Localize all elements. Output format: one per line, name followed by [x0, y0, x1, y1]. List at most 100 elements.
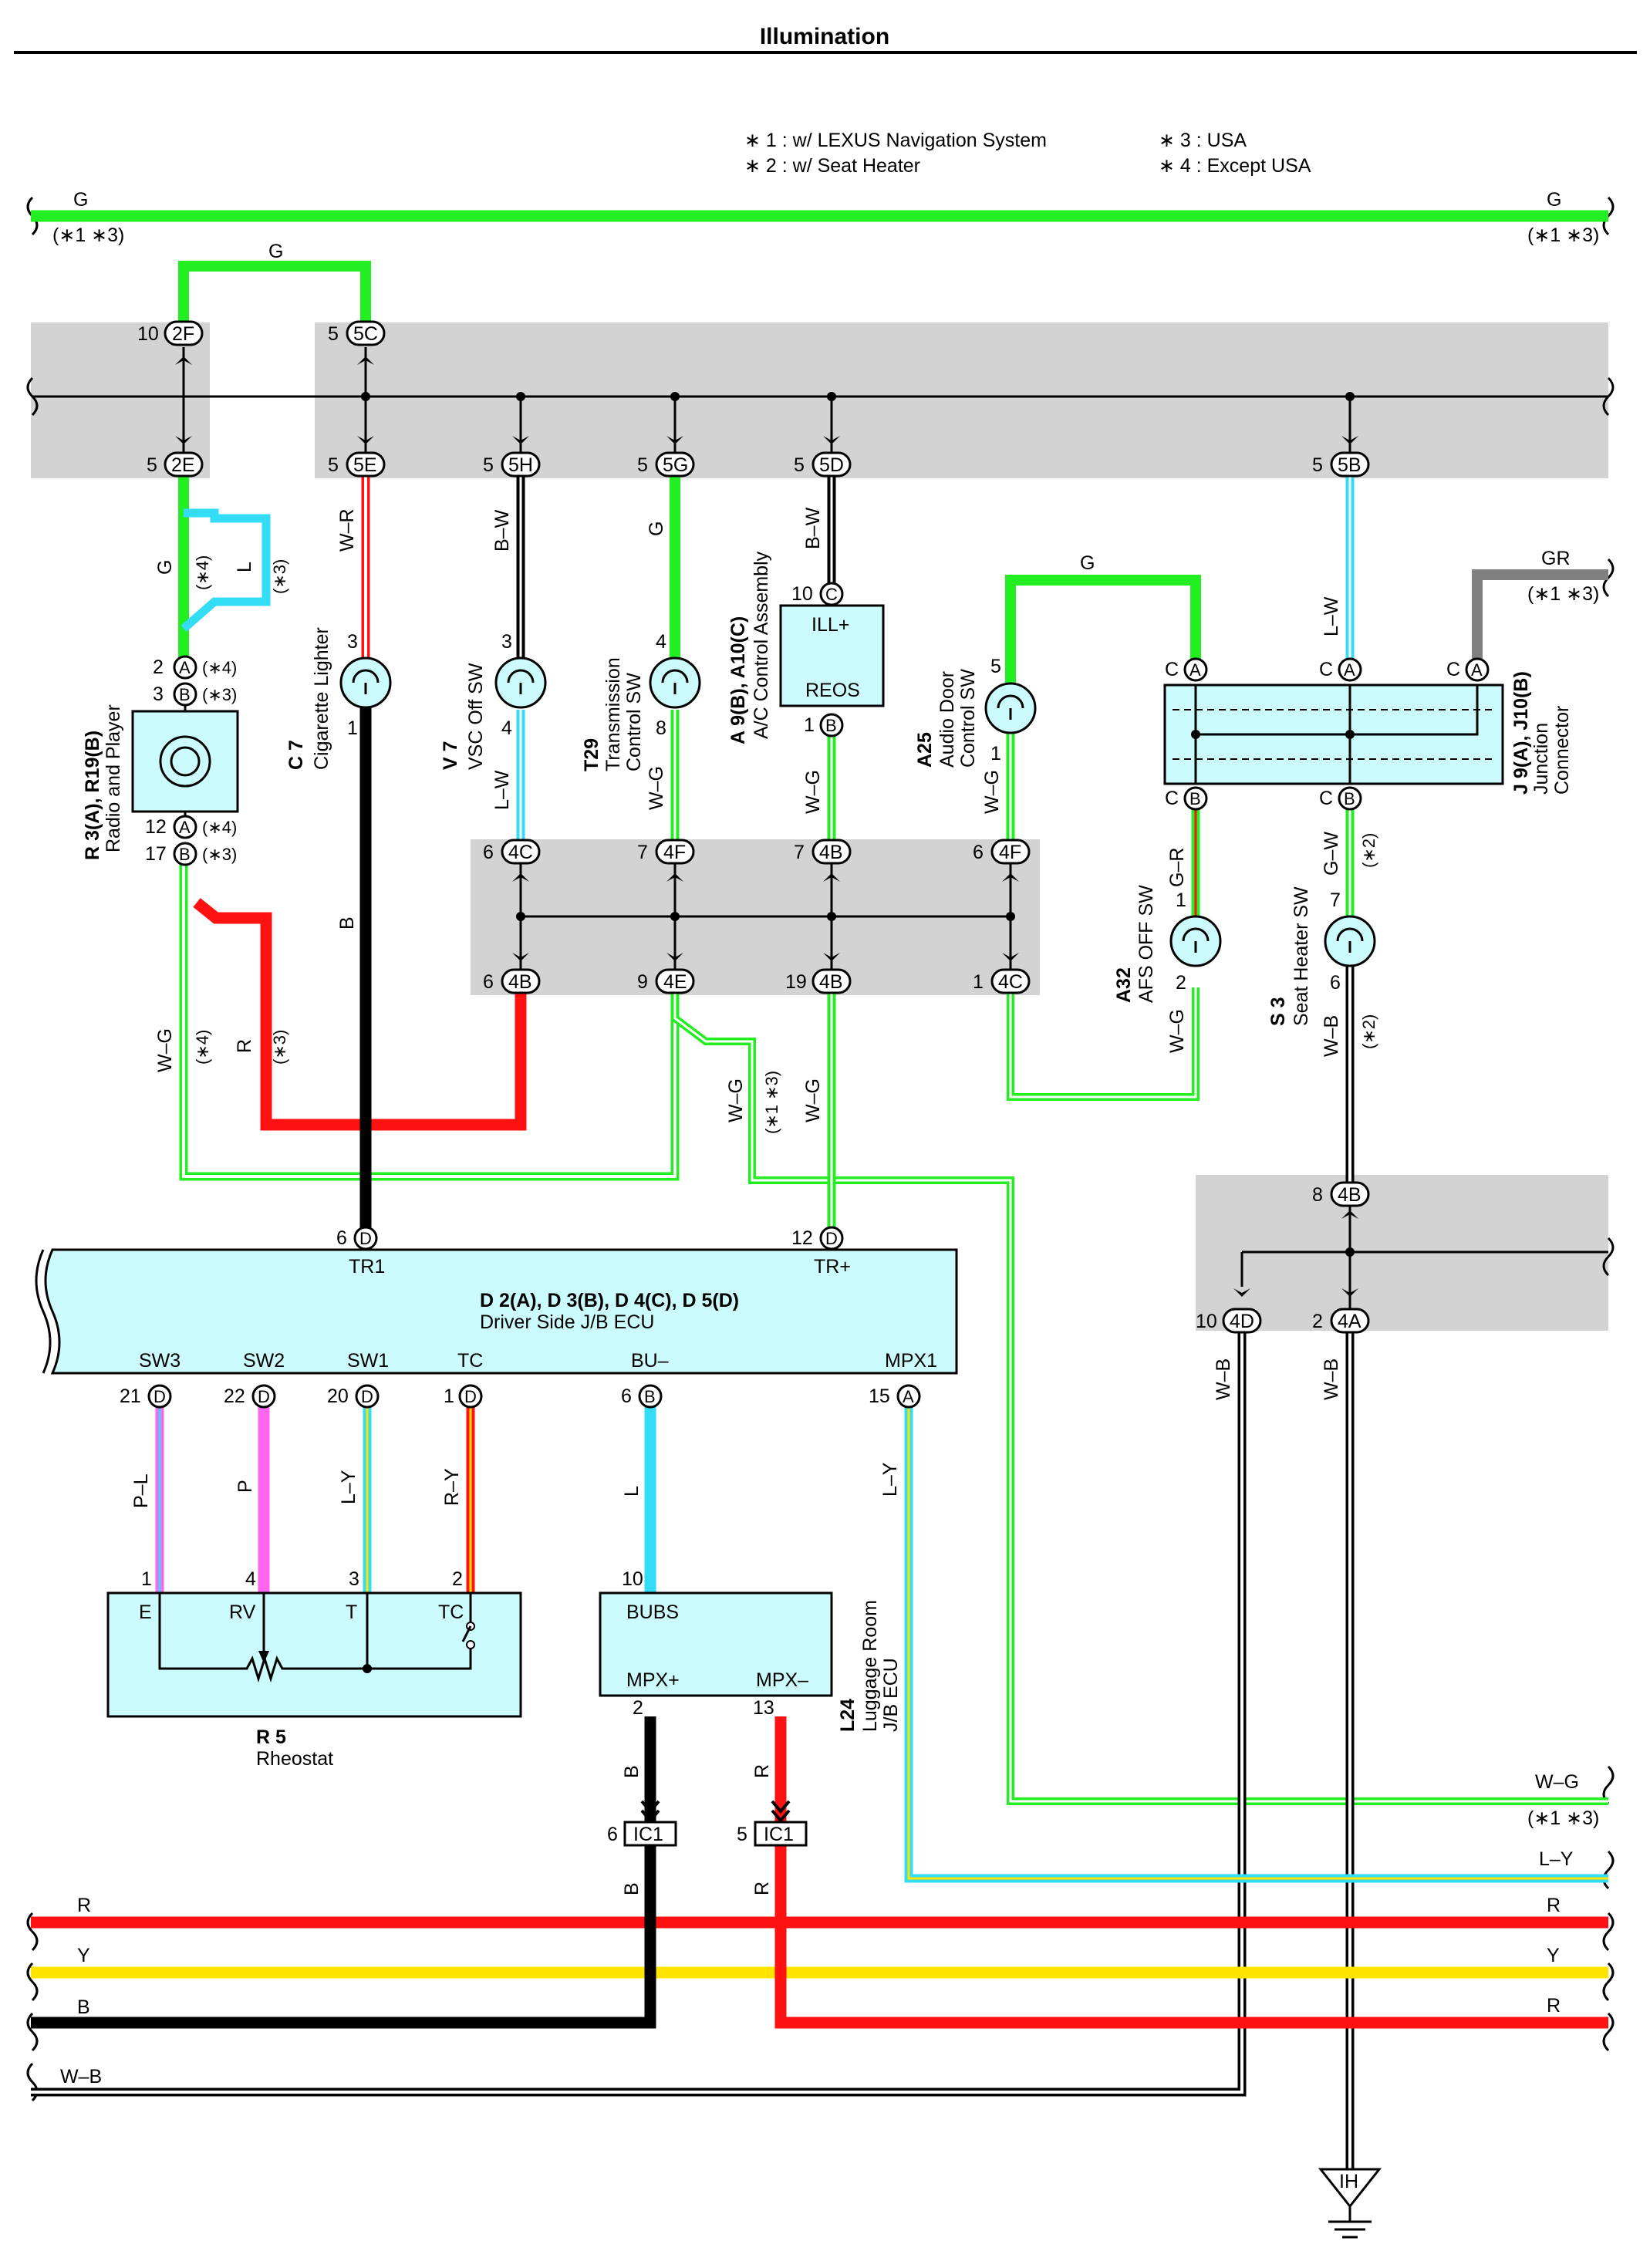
wire-l-radio: [181, 508, 271, 633]
wire-wg-4e-right-core: [673, 989, 1608, 1803]
svg-text:20: 20: [327, 1385, 349, 1407]
note-1: ∗ 1 : w/ LEXUS Navigation System: [744, 130, 1047, 151]
wire-label-b-mpxp-1: B: [621, 1765, 643, 1778]
rheostat-code: R 5: [256, 1726, 286, 1748]
svg-text:1: 1: [973, 971, 984, 993]
pill-4f-t29: 4F7: [637, 839, 695, 865]
svg-text:4B: 4B: [508, 971, 532, 993]
svg-text:10: 10: [1196, 1311, 1217, 1332]
svg-text:4B: 4B: [819, 842, 843, 863]
rheostat-e: E: [139, 1601, 152, 1623]
svg-text:6: 6: [483, 971, 494, 993]
svg-text:5D: 5D: [819, 454, 844, 476]
a32-name: AFS OFF SW: [1135, 885, 1157, 1003]
ground-ih: IH: [1318, 2168, 1382, 2239]
svg-text:D: D: [258, 1387, 270, 1406]
l24-name1: Luggage Room: [859, 1600, 881, 1732]
luggage-room-jb-ecu: BUBS MPX+ MPX– L24 Luggage Room J/B ECU: [599, 1591, 902, 1732]
ic1-right: IC1: [764, 1824, 794, 1845]
svg-text:4A: 4A: [1338, 1311, 1362, 1332]
ecu-name: Driver Side J/B ECU: [480, 1311, 654, 1333]
wire-label-g-radio: G: [154, 560, 176, 575]
svg-text:10: 10: [137, 323, 159, 345]
svg-text:2E: 2E: [171, 454, 195, 476]
pill-5g: 5G5: [637, 451, 695, 478]
wire-label-pl: P–L: [130, 1473, 152, 1508]
svg-text:1: 1: [444, 1385, 454, 1407]
note-3: ∗ 3 : USA: [1159, 130, 1247, 151]
wire-label-p: P: [235, 1480, 256, 1493]
s3-code: S 3: [1267, 997, 1289, 1026]
j9-code: J 9(A), J10(B): [1510, 671, 1532, 795]
cond-wg-right: (∗1 ∗3): [1527, 1807, 1599, 1829]
wire-label-wb-4a: W–B: [1321, 1358, 1342, 1400]
cond-gr: (∗1 ∗3): [1527, 583, 1599, 605]
svg-text:6: 6: [621, 1385, 632, 1407]
wire-label-ly-sw1: L–Y: [338, 1470, 359, 1504]
svg-text:3: 3: [153, 683, 164, 705]
continuation-marks: [26, 196, 1615, 2102]
circle-pins: A2(∗4) B3(∗3) A12(∗4) B17(∗3) C10 B1 AC …: [120, 582, 1490, 1409]
pill-4b-8: 4B8: [1312, 1181, 1370, 1207]
cond-wg-4e: (∗1 ∗3): [762, 1071, 781, 1134]
note-2: ∗ 2 : w/ Seat Heater: [744, 155, 920, 177]
wire-wb-4d-core: [31, 1321, 1243, 2094]
svg-text:B: B: [179, 845, 191, 864]
a25-name2: Control SW: [957, 669, 979, 768]
svg-text:22: 22: [224, 1385, 245, 1407]
wire-label-r-mpxm-1: R: [751, 1764, 773, 1778]
page-title: Illumination: [760, 24, 889, 49]
svg-text:3: 3: [347, 631, 358, 653]
jb-junction-dots: [361, 392, 1355, 1257]
svg-text:8: 8: [1312, 1184, 1323, 1206]
cond-g-radio: (∗4): [193, 555, 212, 590]
ic1-connectors: IC1 6 IC1 5 2 13: [607, 1697, 808, 1847]
ecu-sw2: SW2: [243, 1350, 285, 1372]
rheostat: E RV T TC R 5 Rheostat: [106, 1591, 522, 1770]
ac-ill: ILL+: [812, 614, 849, 636]
seat-heater-switch: S 3 Seat Heater SW: [1267, 886, 1376, 1026]
svg-text:6: 6: [483, 842, 494, 863]
wire-label-g-right: G: [1547, 189, 1561, 211]
svg-text:1: 1: [804, 714, 815, 736]
rheostat-t: T: [346, 1601, 357, 1623]
wire-label-r-bus-right: R: [1547, 1895, 1561, 1916]
wire-label-wg-radio: W–G: [154, 1028, 176, 1072]
pill-5b: 5B5: [1312, 451, 1370, 478]
svg-text:4C: 4C: [998, 971, 1023, 993]
component-pin-numbers: 3 1 3 4 4 8 5 1 1 2 7 6 1 4 3 2 10: [141, 631, 1341, 1590]
svg-text:10: 10: [622, 1568, 643, 1590]
l24-code: L24: [837, 1699, 859, 1732]
svg-text:B: B: [1189, 789, 1201, 808]
afs-off-switch: A32 AFS OFF SW: [1113, 885, 1222, 1003]
ecu-mpx1: MPX1: [885, 1350, 937, 1372]
rheostat-rv: RV: [229, 1601, 256, 1623]
rheostat-tc: TC: [438, 1601, 464, 1623]
svg-text:2: 2: [153, 656, 164, 678]
ic1-left-pin: 6: [607, 1824, 618, 1845]
wire-label-wg-4b: W–G: [802, 1078, 824, 1122]
cigarette-lighter: C 7 Cigarette Lighter: [285, 627, 392, 770]
svg-text:5B: 5B: [1338, 454, 1362, 476]
wire-label-y-bus-left: Y: [77, 1945, 90, 1966]
svg-text:A: A: [179, 818, 191, 837]
svg-text:D: D: [464, 1387, 477, 1406]
ecu-sw3: SW3: [139, 1350, 181, 1372]
pill-4f-a25: 4F6: [973, 839, 1031, 865]
svg-text:12: 12: [791, 1227, 813, 1249]
svg-text:5: 5: [637, 454, 648, 476]
svg-text:B: B: [1344, 789, 1355, 808]
svg-text:C: C: [1165, 788, 1179, 809]
wire-label-g-t29: G: [646, 521, 667, 536]
svg-text:7: 7: [1330, 889, 1341, 911]
audio-door-control-switch: A25 Audio Door Control SW: [914, 669, 1037, 768]
svg-text:4: 4: [501, 717, 512, 739]
wire-label-wb-s3: W–B: [1321, 1015, 1342, 1057]
svg-text:5: 5: [990, 656, 1001, 677]
wire-label-r-mpxm-2: R: [751, 1882, 773, 1895]
radio-and-player: R 3(A), R19(B) Radio and Player: [82, 694, 239, 860]
svg-text:6: 6: [1330, 972, 1341, 994]
svg-text:3: 3: [501, 631, 512, 653]
driver-side-jb-ecu: TR1 TR+ D 2(A), D 3(B), D 4(C), D 5(D) D…: [35, 1248, 958, 1375]
